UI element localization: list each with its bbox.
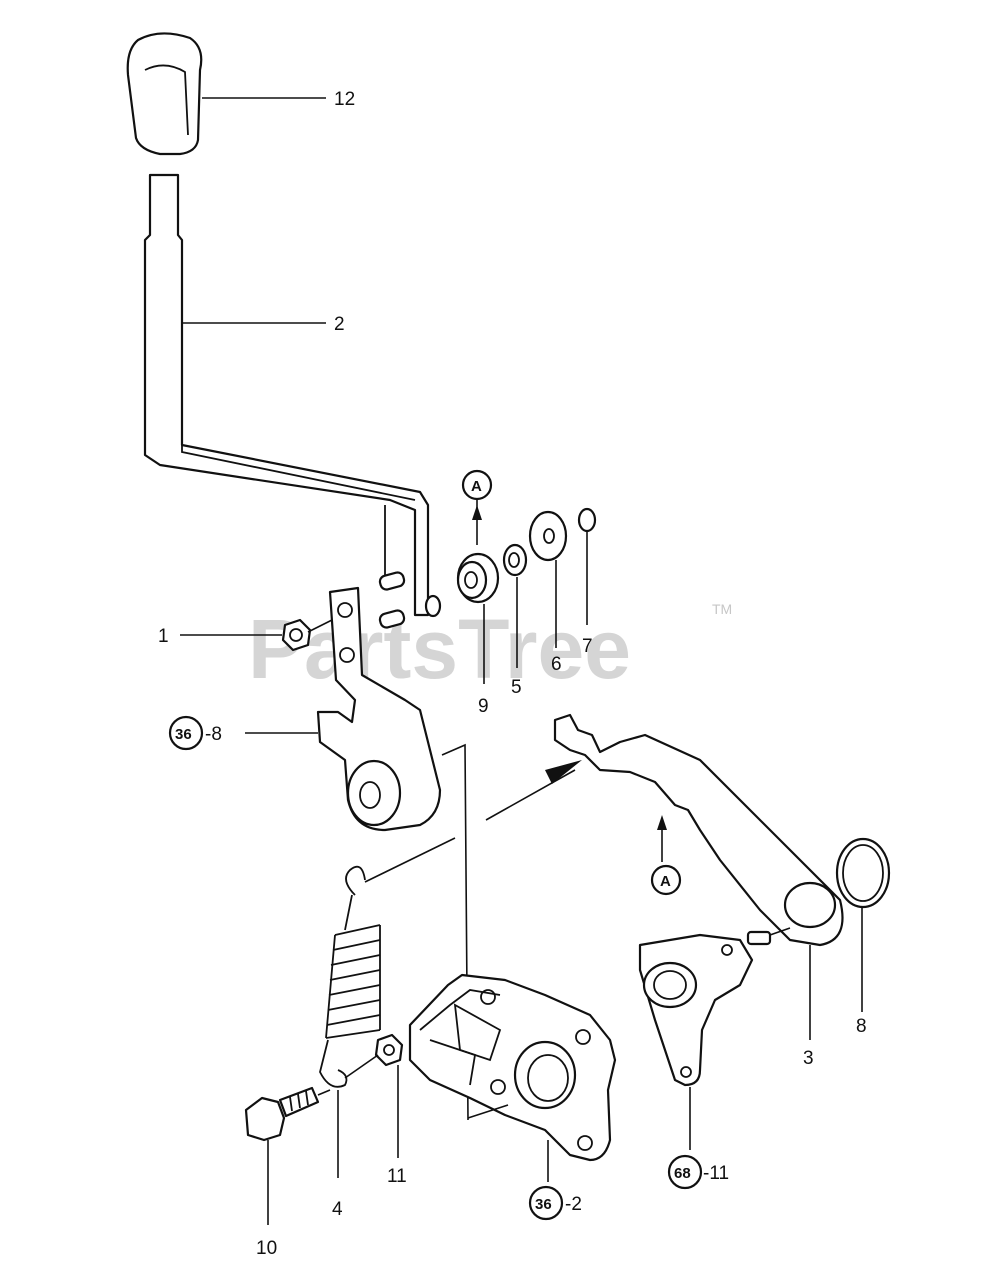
callout-9[interactable]: 9 [478,696,489,717]
arrow-up-icon [472,505,482,520]
arrow-up-icon-2 [657,815,667,830]
ref-68-11-group: 68 [674,1165,691,1182]
leader-10a [317,1089,331,1096]
part-9-bearing[interactable] [456,552,500,604]
part-11-nut[interactable] [374,1033,404,1067]
ref-36-8[interactable]: 36 -8 [168,715,222,751]
part-36-2-housing[interactable] [408,973,617,1162]
callout-12[interactable]: 12 [334,89,355,110]
assembly-arrow-icon [545,760,582,784]
part-3-plate[interactable] [553,713,844,947]
callout-6[interactable]: 6 [551,654,562,675]
part-8-snap-ring[interactable] [835,837,891,909]
ref-36-2-group: 36 [535,1196,552,1213]
ref-68-11-suffix: -11 [703,1163,729,1184]
part-2-lever[interactable] [143,173,430,617]
leader-11a [344,1054,379,1079]
callout-4[interactable]: 4 [332,1199,343,1220]
ref-36-2[interactable]: 36 -2 [528,1185,582,1221]
callout-2[interactable]: 2 [334,314,345,335]
callout-10[interactable]: 10 [256,1238,277,1259]
view-a-letter-bottom: A [660,873,671,890]
callout-3[interactable]: 3 [803,1048,814,1069]
callout-11[interactable]: 11 [387,1166,407,1187]
view-a-letter-top: A [471,478,482,495]
part-4-spring[interactable] [319,865,381,1088]
assembly-line [485,769,576,821]
callout-8[interactable]: 8 [856,1016,867,1037]
part-1-nut[interactable] [281,618,312,652]
ref-36-8-suffix: -8 [205,724,222,745]
watermark-tm: TM [712,601,732,617]
part-36-8-bracket[interactable] [316,586,442,832]
ref-36-2-suffix: -2 [565,1194,582,1215]
view-a-marker-bottom[interactable]: A [650,815,682,896]
ref-36-8-group: 36 [175,726,192,743]
part-7-clip[interactable] [577,507,597,533]
view-a-marker-top[interactable]: A [461,469,493,545]
studs [378,571,442,629]
ref-68-11[interactable]: 68 -11 [667,1154,729,1190]
part-10-bolt[interactable] [244,1086,320,1142]
part-6-washer[interactable] [528,510,568,562]
part-5-washer[interactable] [502,543,528,577]
part-12-knob[interactable] [126,32,203,156]
part-68-11-bracket[interactable] [638,927,791,1087]
watermark: PartsTree [248,602,631,696]
leader-spring-top [364,837,456,883]
callout-1[interactable]: 1 [158,626,169,647]
callout-7[interactable]: 7 [582,636,593,657]
callout-5[interactable]: 5 [511,677,522,698]
